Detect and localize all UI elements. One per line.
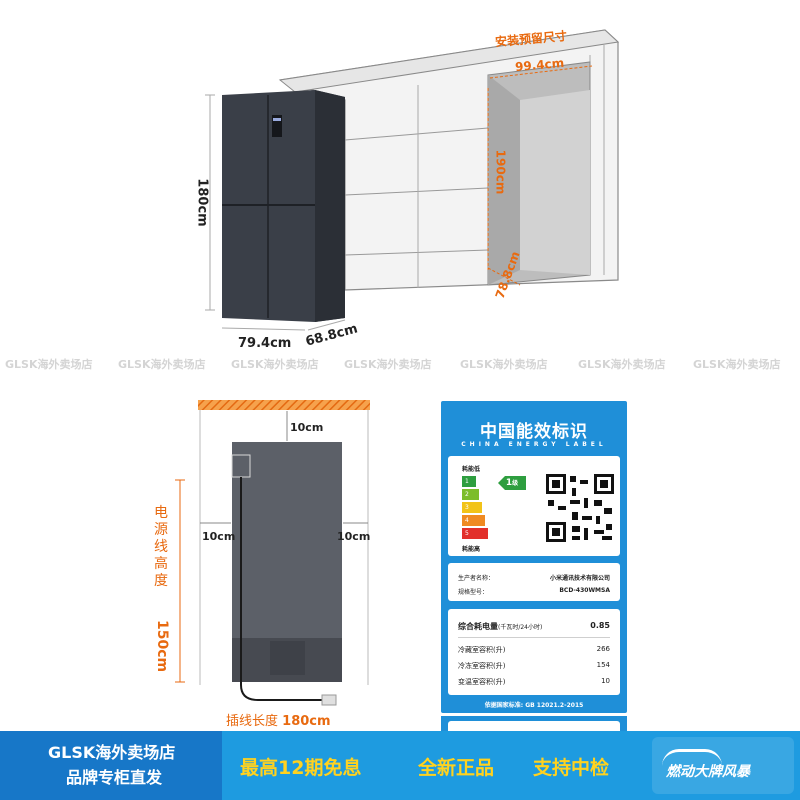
watermark: GLSK海外卖场店 [344,358,432,371]
cord-height-label: 电源线高度 [154,505,168,589]
consumption-unit: (千瓦时/24小时) [498,624,543,631]
grade-bars: 1 2 3 4 5 [462,476,488,539]
variable-volume-label: 变温室容积(升) [458,678,506,686]
watermark: GLSK海外卖场店 [693,358,781,371]
plug-length-value: 180cm [282,714,331,729]
reserve-height-label: 190cm [493,149,508,195]
watermark: GLSK海外卖场店 [231,358,319,371]
fridge-width-label: 79.4cm [238,336,292,351]
badge-swoosh-icon [662,749,722,766]
fridge-volume-value: 266 [596,645,610,653]
divider [458,637,610,638]
watermark: GLSK海外卖场店 [460,358,548,371]
left-gap-label: 10cm [202,530,236,543]
grade-bar-4: 4 [462,515,485,526]
watermark: GLSK海外卖场店 [5,358,93,371]
consumption-value: 0.85 [590,621,610,630]
standard-text: 依据国家标准: GB 12021.2-2015 [484,702,584,709]
top-gap-label: 10cm [290,421,324,434]
high-consumption-label: 耗能高 [462,546,481,553]
energy-label-title: 中国能效标识 [480,422,588,442]
brand-line-1: GLSK海外卖场店 [48,743,176,762]
right-gap-label: 10cm [337,530,371,543]
watermark: GLSK海外卖场店 [578,358,666,371]
manufacturer-panel: 生产者名称： 小米通讯技术有限公司 规格型号： BCD-430WMSA [448,563,620,601]
promo-installments: 最高12期免息 [240,757,362,779]
promo-footer: GLSK海外卖场店 品牌专柜直发 最高12期免息 全新正品 支持中检 燃动大牌风… [0,731,800,800]
clearance-diagram: 10cm 10cm 10cm 电源线高度 150cm 插线长度 180cm [140,395,380,730]
promo-inspection: 支持中检 [533,757,610,779]
install-illustration: 安装预留尺寸 99.4cm 190cm 78.8cm 180cm 79.4cm … [0,0,800,351]
energy-label: 中国能效标识 CHINA ENERGY LABEL 耗能低 1 2 3 4 5 … [441,401,627,713]
manufacturer-value: 小米通讯技术有限公司 [549,575,610,582]
fridge-height-label: 180cm [194,178,210,227]
variable-volume-value: 10 [601,677,610,685]
cabinet-drawing [205,29,620,331]
grade-indicator: 1级 [498,476,526,490]
promo-genuine: 全新正品 [418,757,495,779]
model-value: BCD-430WMSA [559,587,610,594]
plug-length-label: 插线长度 [226,714,279,729]
model-label: 规格型号： [458,589,489,596]
brand-line-2: 品牌专柜直发 [66,768,163,787]
footer-brand: GLSK海外卖场店 品牌专柜直发 [0,731,222,800]
grade-bar-1: 1 [462,476,476,487]
consumption-label: 综合耗电量 [458,622,498,631]
plug-length: 插线长度 180cm [226,710,331,729]
grade-panel: 耗能低 1 2 3 4 5 耗能高 1级 [448,456,620,556]
freezer-volume-value: 154 [596,661,610,669]
specs-panel: 综合耗电量(千瓦时/24小时) 0.85 冷藏室容积(升) 266 冷冻室容积(… [448,609,620,695]
qr-code [544,472,616,544]
energy-label-bottom-strip [441,716,627,731]
energy-label-subtitle: CHINA ENERGY LABEL [461,441,607,448]
freezer-volume-label: 冷冻室容积(升) [458,662,506,670]
grade-bar-3: 3 [462,502,482,513]
promo-badge: 燃动大牌风暴 [652,737,794,794]
low-consumption-label: 耗能低 [462,466,481,473]
watermark: GLSK海外卖场店 [118,358,206,371]
manufacturer-label: 生产者名称： [458,575,495,582]
grade-bar-2: 2 [462,489,479,500]
clearance-drawing [175,400,370,706]
cord-height-value: 150cm [154,620,170,673]
fridge-volume-label: 冷藏室容积(升) [458,646,506,654]
grade-bar-5: 5 [462,528,488,539]
badge-text: 燃动大牌风暴 [666,764,750,780]
